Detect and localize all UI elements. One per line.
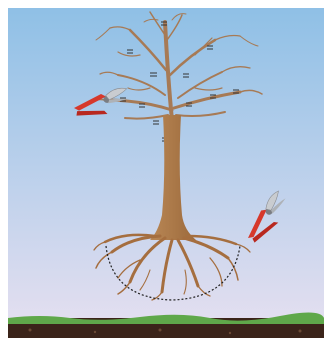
illustration-canvas	[0, 0, 332, 338]
